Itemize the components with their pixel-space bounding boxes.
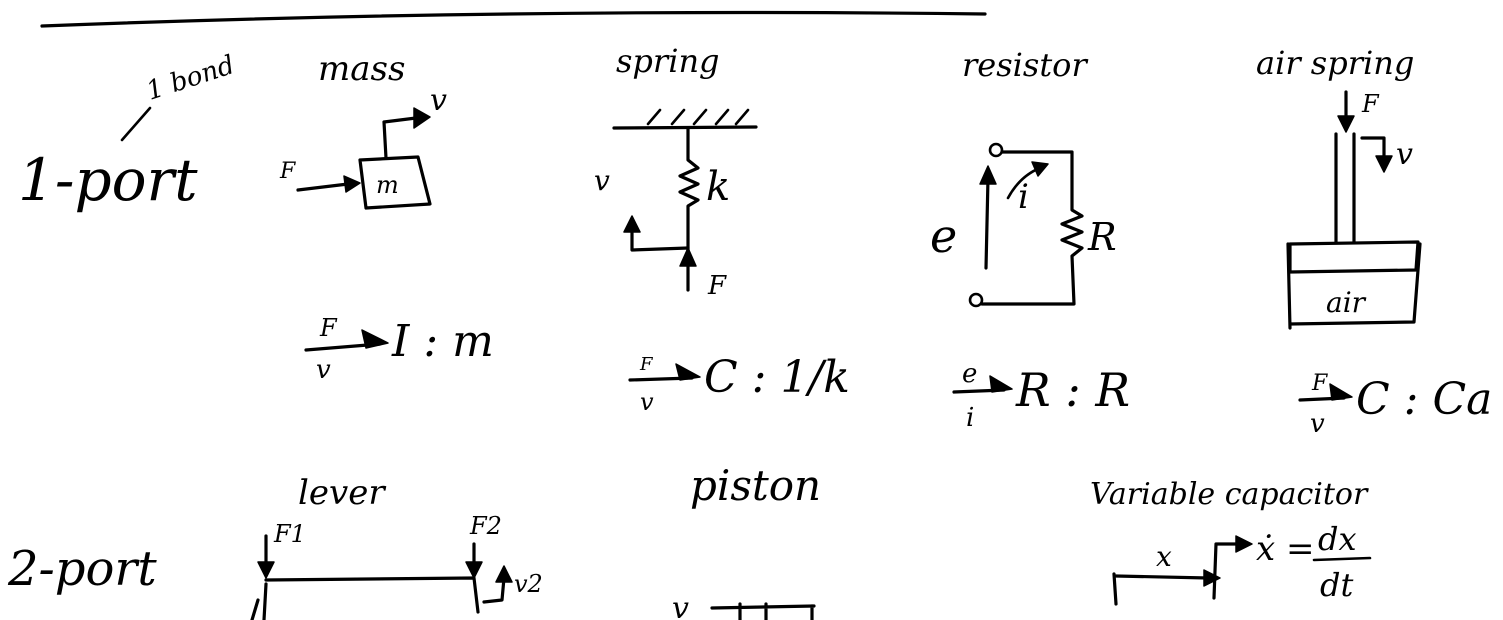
air-spring-velocity-label: v xyxy=(1396,137,1413,172)
variable-capacitor-rate-lhs: ẋ = xyxy=(1256,529,1314,569)
air-spring-bond-flow: v xyxy=(1310,409,1325,439)
air-spring-force-label: F xyxy=(1361,90,1380,118)
air-spring-diagram: air spring F v air xyxy=(1256,44,1422,330)
spring-force-arrowhead xyxy=(679,247,697,267)
resistor-voltage-arrowhead xyxy=(979,165,997,185)
air-spring-bond-effort: F xyxy=(1311,371,1328,396)
spring-element: C : 1/k xyxy=(704,352,850,403)
mass-force-arrow xyxy=(296,182,350,192)
resistor-circuit xyxy=(980,150,1084,306)
spring-force-label: F xyxy=(707,271,727,301)
piston-velocity-label: v xyxy=(672,591,689,620)
piston-diagram: piston v xyxy=(672,461,821,620)
resistor-element: R : R xyxy=(1015,363,1130,417)
lever-velocity2-arrow xyxy=(482,576,506,604)
spring-velocity-arrow xyxy=(630,226,690,252)
resistor-resistance-label: R xyxy=(1087,215,1117,259)
lever-force2-arrowhead xyxy=(465,561,483,579)
mass-velocity-arrow xyxy=(382,116,418,160)
variable-capacitor-x-label: x xyxy=(1156,540,1172,573)
one-bond-pointer xyxy=(120,106,152,142)
mass-velocity-arrowhead xyxy=(413,107,431,129)
spring-title: spring xyxy=(616,42,720,80)
lever-force2-label: F2 xyxy=(469,512,502,540)
air-spring-rod xyxy=(1334,132,1356,244)
mass-bond-flow: v xyxy=(316,355,331,385)
air-spring-cylinder xyxy=(1288,240,1420,274)
air-spring-velocity-arrowhead xyxy=(1375,155,1393,173)
variable-capacitor-rate-arrow xyxy=(1212,542,1242,600)
resistor-bond-effort: e xyxy=(962,359,977,389)
variable-capacitor-plate xyxy=(1112,572,1118,606)
mass-velocity-label: v xyxy=(430,83,447,118)
variable-capacitor-rate-num: dx xyxy=(1318,520,1357,558)
mass-bond-halfarrow xyxy=(361,329,389,349)
resistor-current-arrowhead xyxy=(1031,161,1049,177)
mass-force-arrowhead xyxy=(343,175,361,193)
resistor-title: resistor xyxy=(962,46,1088,84)
lever-force1-label: F1 xyxy=(273,520,306,548)
air-spring-force-arrowhead xyxy=(1337,115,1355,133)
two-port-label: 2-port xyxy=(7,541,157,597)
mass-block-label: m xyxy=(376,171,399,199)
resistor-diagram: resistor e i R xyxy=(930,46,1117,308)
resistor-voltage-arrow xyxy=(984,176,990,270)
mass-element: I : m xyxy=(391,316,494,367)
lever-velocity2-label: v2 xyxy=(514,570,543,598)
spring-bond: F v C : 1/k xyxy=(628,352,850,416)
spring-diagram: spring k v F xyxy=(594,42,758,301)
air-spring-bond-halfarrow xyxy=(1329,383,1353,401)
variable-capacitor-rate-den: dt xyxy=(1320,566,1353,604)
resistor-bond: e i R : R xyxy=(952,359,1130,433)
one-bond-label: 1 bond xyxy=(143,50,238,106)
variable-capacitor-rate-arrowhead xyxy=(1235,535,1253,553)
air-spring-element: C : Ca xyxy=(1356,374,1492,425)
mass-block xyxy=(358,155,432,210)
mass-force-label: F xyxy=(279,159,296,184)
spring-velocity-arrowhead xyxy=(623,215,641,233)
air-spring-velocity-arrow xyxy=(1360,136,1386,160)
resistor-terminal-bottom xyxy=(968,292,984,308)
air-spring-title: air spring xyxy=(1256,44,1414,82)
piston-title: piston xyxy=(690,461,821,510)
lever-title: lever xyxy=(298,473,386,513)
one-port-label: 1-port xyxy=(18,146,198,214)
lever-velocity2-arrowhead xyxy=(495,565,513,583)
mass-bond-effort: F xyxy=(319,314,338,342)
resistor-bond-flow: i xyxy=(966,403,974,433)
spring-velocity-label: v xyxy=(594,164,610,197)
lever-diagram: lever F1 F2 v2 xyxy=(250,473,543,620)
mass-diagram: mass F m v xyxy=(279,49,447,210)
air-spring-chamber xyxy=(1286,242,1422,330)
spring-ground-hatch xyxy=(646,108,750,126)
piston-body xyxy=(710,602,816,620)
top-rule xyxy=(40,10,987,28)
variable-capacitor-title: Variable capacitor xyxy=(1090,477,1369,512)
spring-coil xyxy=(678,126,700,252)
spring-stiffness-label: k xyxy=(706,164,730,210)
mass-bond: F v I : m xyxy=(304,314,494,385)
resistor-terminal-top xyxy=(988,142,1004,158)
resistor-voltage-label: e xyxy=(930,209,957,263)
spring-bond-halfarrow xyxy=(675,363,701,381)
air-spring-chamber-label: air xyxy=(1326,286,1367,319)
variable-capacitor-x-arrowhead xyxy=(1203,569,1221,587)
lever-beam xyxy=(250,576,480,620)
variable-capacitor-diagram: Variable capacitor x ẋ = dx dt xyxy=(1090,477,1372,606)
air-spring-bond: F v C : Ca xyxy=(1298,371,1492,439)
mass-title: mass xyxy=(318,49,405,89)
lever-force1-arrowhead xyxy=(257,561,275,579)
resistor-current-label: i xyxy=(1018,177,1029,217)
variable-capacitor-fraction-bar xyxy=(1312,556,1372,562)
variable-capacitor-x-arrow xyxy=(1114,574,1210,580)
resistor-bond-halfarrow xyxy=(989,375,1013,393)
spring-bond-flow: v xyxy=(640,388,654,416)
spring-ground xyxy=(612,125,758,130)
spring-bond-effort: F xyxy=(639,354,654,375)
